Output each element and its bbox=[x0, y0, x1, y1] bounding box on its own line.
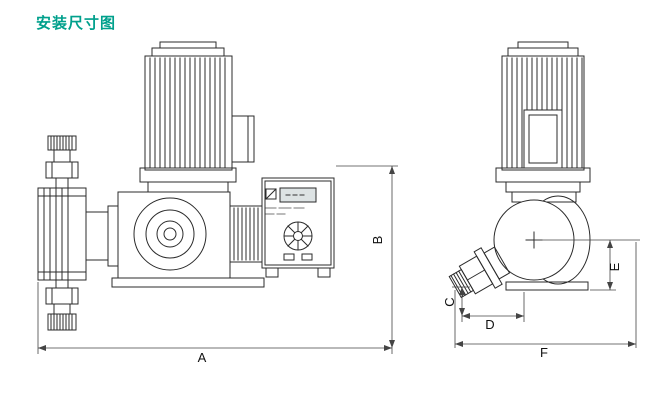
valve-pipe bbox=[53, 149, 71, 163]
end-view-dimensions: C D E F bbox=[442, 239, 640, 360]
motor-terminal-box bbox=[231, 115, 255, 163]
knurl-lines bbox=[50, 313, 73, 331]
valve-hex-nut bbox=[45, 161, 79, 179]
dim-label-a: A bbox=[198, 350, 207, 365]
motor-top-cap-small bbox=[159, 41, 217, 49]
base-plate bbox=[111, 277, 265, 288]
valve-stub bbox=[55, 279, 69, 289]
hex-facets bbox=[51, 161, 73, 179]
head-centerline bbox=[466, 269, 486, 281]
motor-body bbox=[144, 55, 233, 171]
coupling-fins bbox=[233, 207, 259, 261]
panel-button-left bbox=[283, 253, 295, 261]
suction-valve bbox=[45, 279, 79, 331]
gearbox-body bbox=[117, 191, 231, 279]
gearbox-side bbox=[117, 191, 231, 279]
motor-neck bbox=[505, 181, 581, 193]
valve-pipe bbox=[53, 303, 71, 315]
brand-logo-stripe bbox=[265, 188, 277, 200]
dim-label-d: D bbox=[485, 317, 494, 332]
motor-terminal-box bbox=[523, 109, 563, 169]
control-panel bbox=[261, 177, 335, 278]
gearbox-boss-inner bbox=[156, 220, 184, 248]
page-title: 安装尺寸图 bbox=[36, 15, 117, 32]
valve-hex-nut bbox=[45, 287, 79, 305]
angled-pump-head bbox=[448, 246, 511, 299]
head-plate-lines bbox=[37, 187, 87, 281]
control-panel-housing bbox=[261, 177, 335, 269]
motor-top-cap-small bbox=[517, 41, 569, 49]
motor-side bbox=[139, 41, 255, 193]
dim-label-e: E bbox=[607, 262, 622, 271]
brand-logo bbox=[265, 188, 277, 200]
motor-body bbox=[501, 55, 585, 171]
dim-label-c: C bbox=[442, 297, 457, 306]
motor-end bbox=[495, 41, 591, 203]
base-plate bbox=[505, 281, 589, 291]
motor-top-cap bbox=[507, 47, 579, 57]
control-panel-face bbox=[264, 180, 332, 266]
head-bracket-flange bbox=[107, 205, 119, 267]
head-bracket-tube bbox=[85, 211, 109, 261]
valve-knurled-cap bbox=[47, 313, 77, 331]
pump-head-side bbox=[37, 187, 119, 281]
display-screen bbox=[279, 187, 317, 203]
panel-text-lines bbox=[265, 207, 305, 215]
valve-stub bbox=[55, 177, 69, 189]
pump-end-view bbox=[448, 41, 591, 299]
motor-top-cap bbox=[151, 47, 225, 57]
knurl-lines bbox=[50, 135, 73, 151]
knob-hub bbox=[293, 231, 303, 241]
terminal-box-cover bbox=[528, 114, 558, 164]
dim-label-b: B bbox=[370, 236, 385, 245]
panel-foot-left bbox=[265, 267, 279, 278]
hex-facets bbox=[51, 287, 73, 305]
gearbox-shaft bbox=[163, 227, 177, 241]
motor-fins bbox=[149, 57, 226, 169]
knurl-lines bbox=[450, 270, 472, 298]
valve-knurled-cap bbox=[47, 135, 77, 151]
gearbox-boss-mid bbox=[145, 209, 195, 259]
coupling-ribbed bbox=[229, 205, 263, 263]
pump-housing-end bbox=[493, 195, 591, 291]
discharge-valve bbox=[45, 135, 79, 189]
side-view-dimensions: A B bbox=[37, 165, 398, 365]
motor-neck bbox=[147, 181, 229, 193]
panel-foot-right bbox=[317, 267, 331, 278]
panel-button-right bbox=[301, 253, 313, 261]
gearbox-boss-outer bbox=[133, 197, 207, 271]
pump-side-view bbox=[37, 41, 335, 331]
dim-label-f: F bbox=[540, 345, 548, 360]
